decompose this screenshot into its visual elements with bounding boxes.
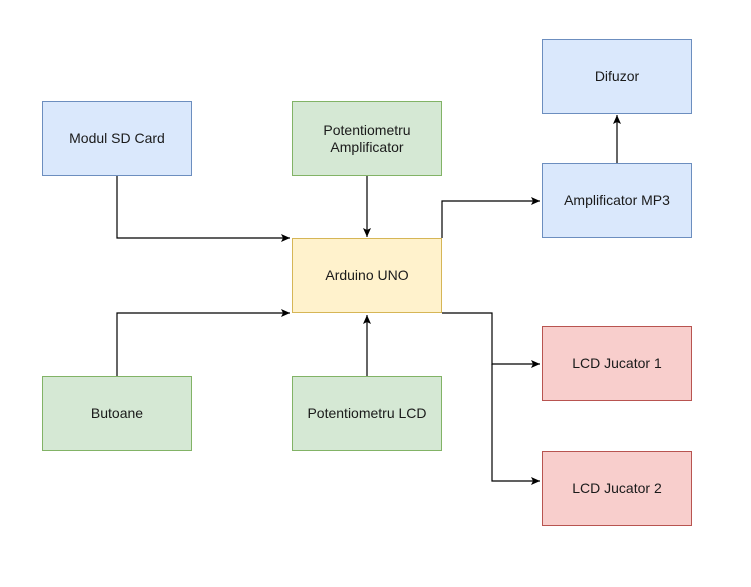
node-lcd-jucator-1[interactable]: LCD Jucator 1: [542, 326, 692, 401]
node-label: LCD Jucator 1: [572, 355, 662, 371]
edge-arduino-to-amplificator: [441, 197, 540, 238]
edge-arduino-to-lcd1: [442, 312, 540, 368]
node-label: Difuzor: [594, 68, 640, 84]
edge-butoane-to-arduino: [116, 309, 290, 376]
node-label: Modul SD Card: [69, 130, 165, 146]
node-label: Butoane: [90, 405, 144, 421]
node-lcd-jucator-2[interactable]: LCD Jucator 2: [542, 451, 692, 526]
node-label: LCD Jucator 2: [572, 480, 662, 496]
node-label: Potentiometru Amplificator: [323, 121, 411, 155]
node-label: Arduino UNO: [325, 267, 409, 283]
edge-arduino-to-lcd2: [491, 364, 540, 485]
node-difuzor[interactable]: Difuzor: [542, 39, 692, 114]
edge-modul-sd-to-arduino: [116, 176, 290, 242]
node-butoane[interactable]: Butoane: [42, 376, 192, 451]
node-arduino-uno[interactable]: Arduino UNO: [292, 238, 442, 313]
node-label: Potentiometru LCD: [307, 405, 427, 421]
node-amplificator-mp3[interactable]: Amplificator MP3: [542, 163, 692, 238]
node-potentiometru-amplificator[interactable]: Potentiometru Amplificator: [292, 101, 442, 176]
node-potentiometru-lcd[interactable]: Potentiometru LCD: [292, 376, 442, 451]
node-modul-sd-card[interactable]: Modul SD Card: [42, 101, 192, 176]
node-label: Amplificator MP3: [564, 192, 670, 208]
